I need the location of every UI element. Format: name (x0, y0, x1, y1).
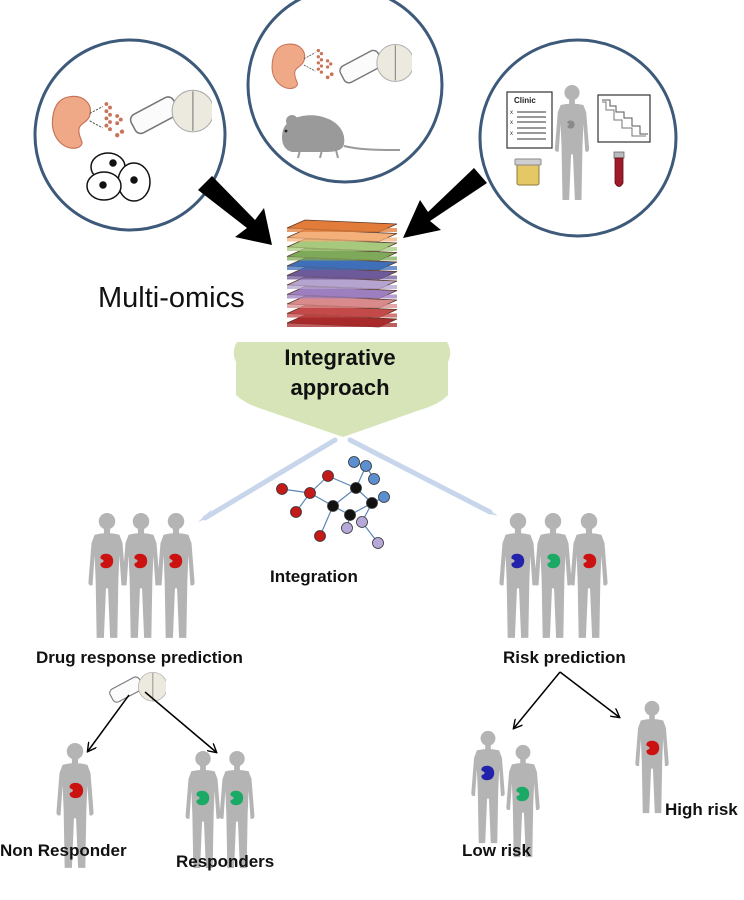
omics-layer-edge (287, 294, 397, 299)
multi-omics-title: Multi-omics (98, 282, 245, 314)
high-risk-silhouette (635, 700, 669, 814)
urine-cup-icon (514, 158, 542, 186)
patient-silhouette (570, 513, 608, 638)
non-responder-label: Non Responder (0, 841, 127, 860)
patient-silhouette (157, 513, 195, 638)
responders-group (185, 750, 255, 869)
patient-silhouette (471, 730, 505, 844)
low-risk-group (471, 730, 540, 858)
arrow-left-in (198, 176, 272, 245)
arrow-head-right (484, 506, 498, 516)
blood-tube-icon (613, 151, 625, 187)
omics-layer-edge (287, 228, 397, 232)
high-risk-label: High risk (665, 800, 738, 819)
drug-response-label: Drug response prediction (36, 648, 243, 667)
integration-network (276, 456, 390, 549)
clinic-document-icon: Clinic xxx (506, 91, 553, 149)
omics-layer-edge (287, 285, 397, 289)
animal-model-circle (246, 0, 444, 184)
pill-icon (108, 671, 166, 704)
drug-branch-arrows (88, 691, 216, 752)
survival-curve-icon (597, 94, 651, 143)
responders-label: Responders (176, 852, 275, 871)
risk-prediction-label: Risk prediction (503, 648, 626, 667)
cell-line-circle (33, 38, 227, 232)
integrative-funnel (233, 342, 451, 437)
omics-layer-edge (287, 247, 397, 251)
patient-silhouette (88, 513, 126, 638)
patient-silhouette (499, 513, 537, 638)
svg-text:x: x (510, 120, 513, 126)
clinical-circle: Clinic xxx (478, 38, 678, 238)
funnel-label-line1: Integrative (284, 345, 396, 370)
arrow-right-in (403, 168, 487, 238)
omics-layer-stack (286, 219, 398, 328)
funnel-label-line2: approach (290, 375, 390, 400)
clinic-label: Clinic (514, 96, 536, 105)
input-arrows (198, 168, 487, 245)
patient-silhouette (122, 513, 160, 638)
patient-silhouette (185, 750, 221, 869)
patient-silhouette (219, 750, 255, 869)
omics-layer-edge (287, 256, 397, 261)
output-arrows (202, 437, 493, 521)
patient-silhouette (534, 513, 572, 638)
risk-branch-arrows (514, 671, 619, 728)
omics-layer-edge (287, 304, 397, 308)
omics-layer-edge (287, 323, 397, 327)
integration-label: Integration (270, 567, 358, 586)
omics-layer-edge (287, 266, 397, 270)
mouse-icon (282, 115, 401, 159)
risk-group (499, 513, 608, 638)
omics-layer-edge (287, 313, 397, 318)
omics-layer-edge (287, 237, 397, 242)
svg-text:x: x (510, 110, 513, 116)
svg-text:x: x (510, 131, 513, 137)
cells-icon (86, 152, 151, 202)
low-risk-label: Low risk (462, 841, 531, 860)
omics-layer-edge (287, 275, 397, 280)
arrow-head-left (198, 509, 212, 522)
drug-response-group (88, 513, 195, 638)
